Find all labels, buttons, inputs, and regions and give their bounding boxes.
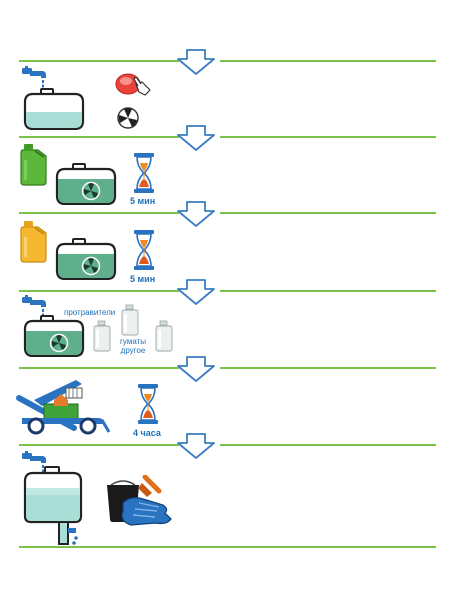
- mixing-tank-icon: [23, 315, 85, 357]
- hourglass-icon: [133, 152, 155, 194]
- step-arrow-icon: [176, 201, 216, 227]
- separator-line: [19, 546, 436, 548]
- step-arrow-icon: [176, 279, 216, 305]
- seed-treater-icon: [14, 378, 114, 438]
- duration-label: 5 мин: [130, 196, 156, 206]
- mixing-tank-icon: [55, 163, 117, 205]
- yellow-canister-icon: [18, 219, 50, 263]
- separator-line: [19, 367, 179, 369]
- mixing-tank-icon: [55, 238, 117, 280]
- products-label: протравители: [64, 308, 116, 317]
- step-arrow-icon: [176, 433, 216, 459]
- cleaning-kit-icon: [105, 475, 175, 531]
- green-canister-icon: [18, 142, 50, 186]
- separator-line: [220, 444, 436, 446]
- duration-label: 4 часа: [133, 428, 161, 438]
- water-tank-icon: [23, 88, 85, 130]
- separator-line: [220, 60, 436, 62]
- duration-label: 5 мин: [130, 274, 156, 284]
- mixer-icon: [116, 106, 140, 130]
- separator-line: [220, 290, 436, 292]
- separator-line: [19, 136, 179, 138]
- other-products-label: гуматы другое: [118, 337, 148, 355]
- separator-line: [19, 212, 179, 214]
- bottle-icon: [154, 320, 174, 352]
- other-products-line2: другое: [120, 346, 146, 355]
- hourglass-icon: [133, 229, 155, 271]
- separator-line: [19, 444, 179, 446]
- other-products-line1: гуматы: [119, 337, 146, 346]
- separator-line: [19, 290, 179, 292]
- step-arrow-icon: [176, 125, 216, 151]
- hourglass-icon: [137, 383, 159, 425]
- water-tap-icon: [20, 66, 48, 88]
- separator-line: [19, 60, 179, 62]
- step-arrow-icon: [176, 49, 216, 75]
- push-button-icon: [112, 70, 152, 100]
- separator-line: [220, 367, 436, 369]
- bottle-icon: [120, 304, 140, 336]
- separator-line: [220, 212, 436, 214]
- water-tap-icon: [20, 295, 48, 317]
- drain-tank-icon: [23, 466, 83, 546]
- separator-line: [220, 136, 436, 138]
- step-arrow-icon: [176, 356, 216, 382]
- bottle-icon: [92, 320, 112, 352]
